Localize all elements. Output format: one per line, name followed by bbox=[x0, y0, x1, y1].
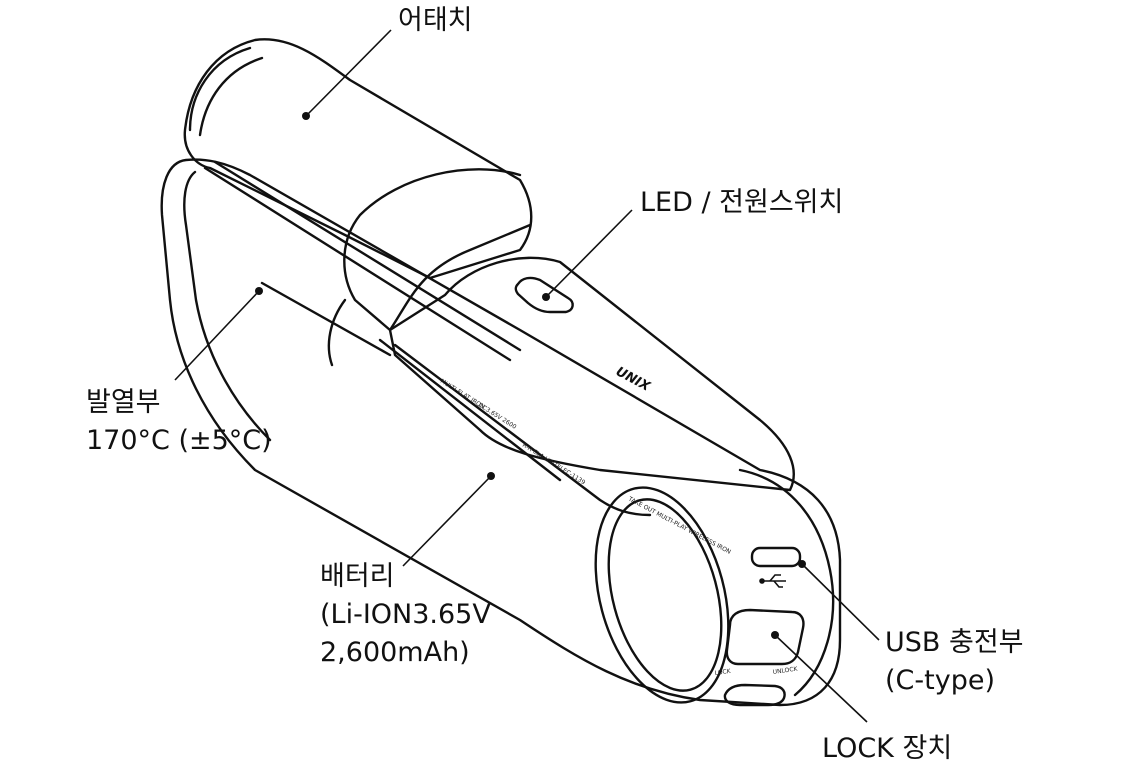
leader-dot-lock bbox=[771, 631, 779, 639]
callout-heater-line-2: 170°C (±5°C) bbox=[86, 425, 272, 456]
attachment-sleeve bbox=[343, 168, 532, 332]
lock-slider-track bbox=[723, 683, 786, 707]
leader-attachment bbox=[305, 29, 392, 117]
upper-arm-outline bbox=[183, 38, 533, 280]
callout-attachment-line-1: 어태치 bbox=[398, 5, 473, 36]
callout-battery: 배터리 (Li-ION3.65V 2,600mAh) bbox=[320, 558, 491, 672]
callout-lock-line-1: LOCK 장치 bbox=[822, 733, 953, 764]
upper-arm-cap-edge bbox=[188, 46, 252, 132]
main-body-outline bbox=[388, 256, 795, 492]
leader-led bbox=[545, 209, 633, 298]
callout-attachment: 어태치 bbox=[398, 2, 473, 40]
leader-lock bbox=[774, 634, 868, 723]
led-button bbox=[514, 276, 574, 314]
callout-battery-line-2: (Li-ION3.65V bbox=[320, 599, 491, 630]
brand-logo: UNIX bbox=[613, 364, 653, 395]
leader-dot-attachment bbox=[302, 112, 310, 120]
plate-groove bbox=[260, 281, 392, 357]
leader-battery bbox=[402, 475, 492, 567]
end-face-rim bbox=[738, 468, 835, 697]
callout-led-power: LED / 전원스위치 bbox=[640, 184, 843, 222]
end-face-disc bbox=[594, 486, 730, 704]
callout-heater: 발열부 170°C (±5°C) bbox=[86, 384, 272, 460]
end-face-disc-inner bbox=[607, 498, 723, 692]
callout-usb-line-2: (C-type) bbox=[885, 665, 995, 696]
lock-slider-window bbox=[725, 608, 805, 666]
leader-usb bbox=[801, 563, 880, 641]
upper-arm-cap-inner bbox=[198, 56, 264, 137]
lock-marking: LOCK bbox=[714, 668, 732, 677]
callout-usb: USB 충전부 (C-type) bbox=[885, 624, 1024, 700]
leader-dot-battery bbox=[487, 472, 495, 480]
leader-dot-usb bbox=[798, 560, 806, 568]
callout-lock: LOCK 장치 bbox=[822, 730, 952, 768]
usb-symbol-icon bbox=[759, 574, 786, 588]
side-marking-3: R-R-CLA-UNITELEC-1139 bbox=[521, 442, 587, 487]
heating-plate-outline bbox=[160, 158, 842, 707]
callout-battery-line-1: 배터리 bbox=[320, 561, 395, 592]
heating-plate-inner-edge bbox=[183, 170, 272, 442]
callout-usb-line-1: USB 충전부 bbox=[885, 627, 1024, 658]
usb-port bbox=[750, 546, 802, 568]
plate-slot-line-2 bbox=[213, 160, 522, 352]
unlock-marking: UNLOCK bbox=[772, 665, 799, 676]
sleeve-collar bbox=[327, 298, 347, 367]
leader-dot-led bbox=[542, 293, 550, 301]
plate-slot-line bbox=[203, 166, 512, 362]
side-marking-2: DC3.65V 2600 bbox=[477, 402, 518, 431]
leader-dot-heater bbox=[255, 287, 263, 295]
callout-heater-line-1: 발열부 bbox=[86, 387, 161, 418]
callout-led-power-line-1: LED / 전원스위치 bbox=[640, 187, 844, 218]
body-ridge bbox=[393, 343, 652, 517]
callout-battery-line-3: 2,600mAh) bbox=[320, 637, 470, 668]
leader-heater bbox=[174, 290, 260, 381]
body-lower-line bbox=[378, 338, 562, 482]
